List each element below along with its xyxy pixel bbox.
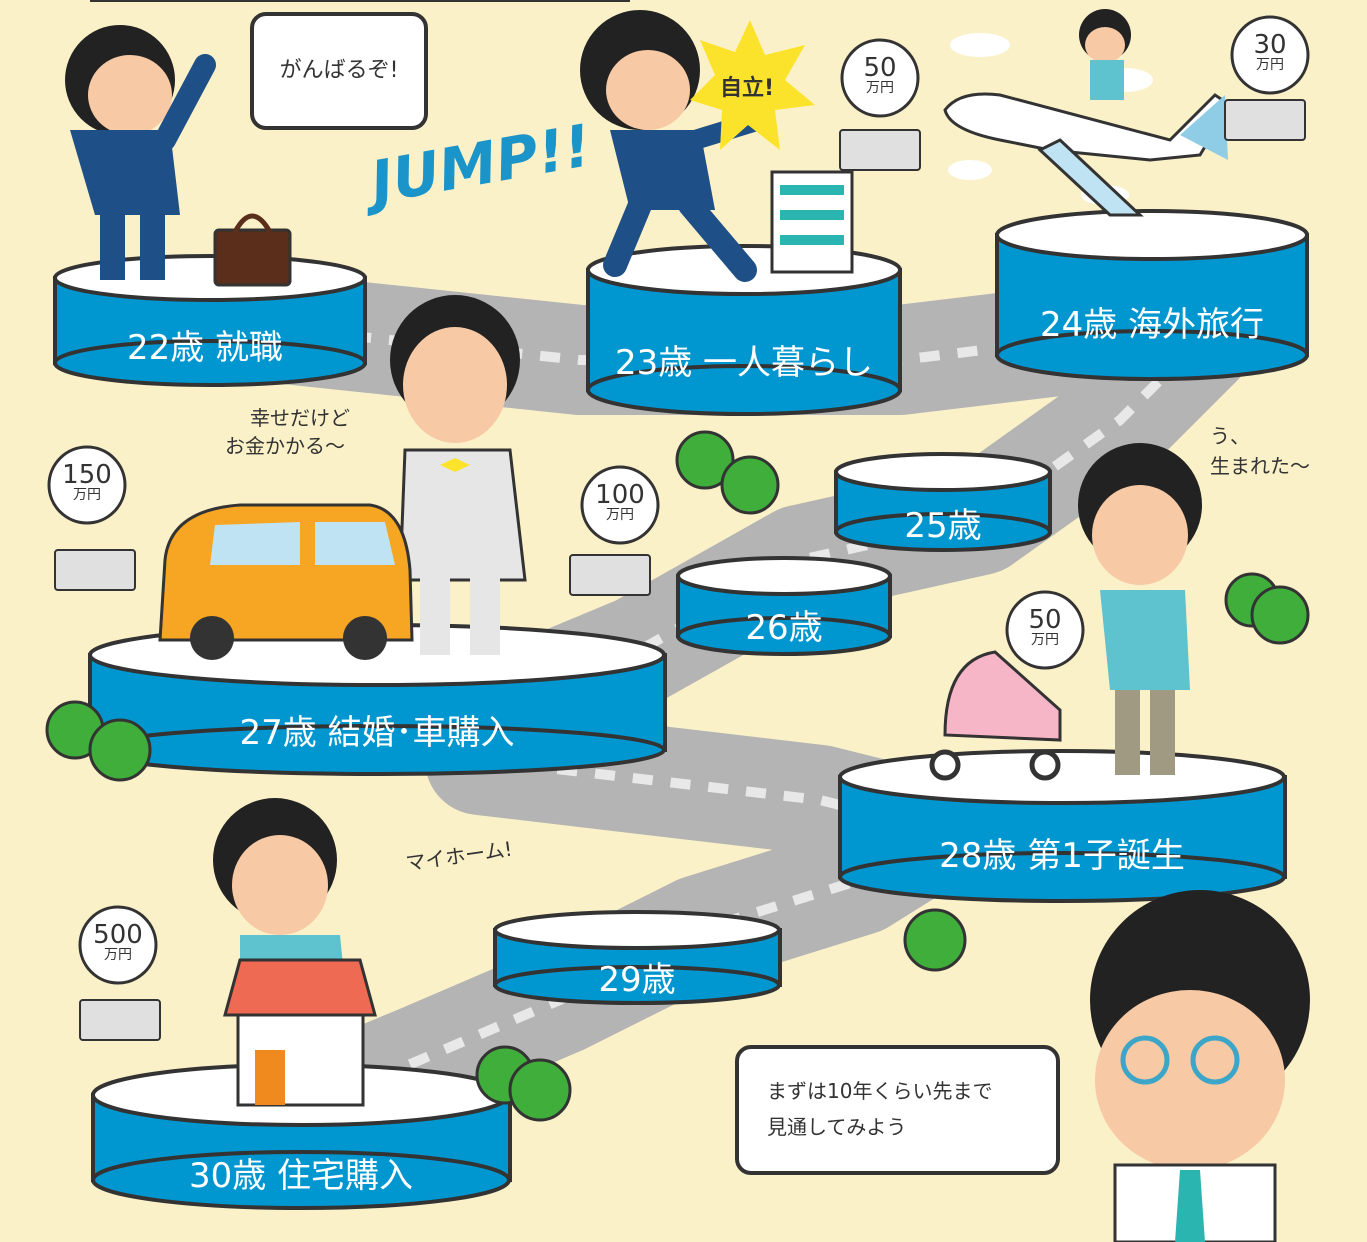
money-unit: 万円 (1256, 57, 1284, 73)
character-home-buyer (213, 798, 345, 985)
money-unit: 万円 (73, 487, 101, 503)
stage-label-26: 26歳 (745, 608, 823, 648)
stage-label-25: 25歳 (904, 506, 982, 546)
stage-label-30: 30歳 住宅購入 (188, 1156, 414, 1196)
money-amount: 500 (93, 920, 143, 950)
money-amount: 50 (863, 53, 897, 83)
advisor-line-2: 見通してみよう (767, 1115, 907, 1139)
speech-shiawase-2: お金かかる〜 (225, 434, 345, 458)
car-icon (158, 503, 414, 660)
speech-umareta-1: う、 (1210, 424, 1250, 448)
platform-24 (995, 209, 1309, 381)
platform-25 (834, 452, 1052, 552)
platform-29 (493, 910, 782, 1005)
money-amount: 30 (1253, 30, 1287, 60)
speech-jiritsu: 自立! (720, 76, 775, 101)
stage-label-24: 24歳 海外旅行 (1039, 305, 1265, 345)
money-amount: 150 (62, 460, 112, 490)
money-circles (47, 15, 1310, 985)
character-traveler (1079, 9, 1131, 100)
platform-23 (586, 244, 902, 416)
character-father (1078, 443, 1202, 775)
stage-label-22: 22歳 就職 (126, 328, 284, 368)
speech-bubble-ganbaru: がんばるぞ! (250, 12, 428, 130)
platform-28 (838, 749, 1287, 903)
character-independent (580, 10, 770, 282)
speech-shiawase-1: 幸せだけど (250, 406, 350, 430)
stage-label-29: 29歳 (598, 960, 676, 1000)
character-groom (390, 295, 527, 655)
starburst (690, 20, 815, 150)
speech-umareta-2: 生まれた〜 (1210, 454, 1310, 478)
house-icon (223, 958, 377, 1107)
money-unit: 万円 (1031, 632, 1059, 648)
stage-label-27: 27歳 結婚･車購入 (239, 713, 515, 753)
baby-stroller-icon (929, 650, 1062, 781)
advisor-speech-bubble: まずは10年くらい先まで 見通してみよう (735, 1045, 1060, 1175)
advisor-line-1: まずは10年くらい先まで (767, 1079, 993, 1103)
flying-money-icons (54, 99, 1306, 1041)
money-amount: 50 (1028, 605, 1062, 635)
character-advisor (1090, 890, 1310, 1242)
character-new-employee (65, 25, 216, 280)
airplane (943, 92, 1233, 217)
stage-label-23: 23歳 一人暮らし (614, 343, 874, 383)
apartment-building-icon (770, 170, 854, 274)
money-unit: 万円 (866, 80, 894, 96)
bag-icon (213, 213, 292, 287)
money-amount: 100 (595, 480, 645, 510)
money-unit: 万円 (606, 507, 634, 523)
money-unit: 万円 (104, 947, 132, 963)
stage-label-28: 28歳 第1子誕生 (939, 836, 1185, 876)
platform-22 (53, 254, 367, 387)
speech-ganbaru: がんばるぞ! (279, 58, 399, 83)
platform-26 (676, 556, 892, 656)
tree-cluster (45, 430, 1310, 1122)
